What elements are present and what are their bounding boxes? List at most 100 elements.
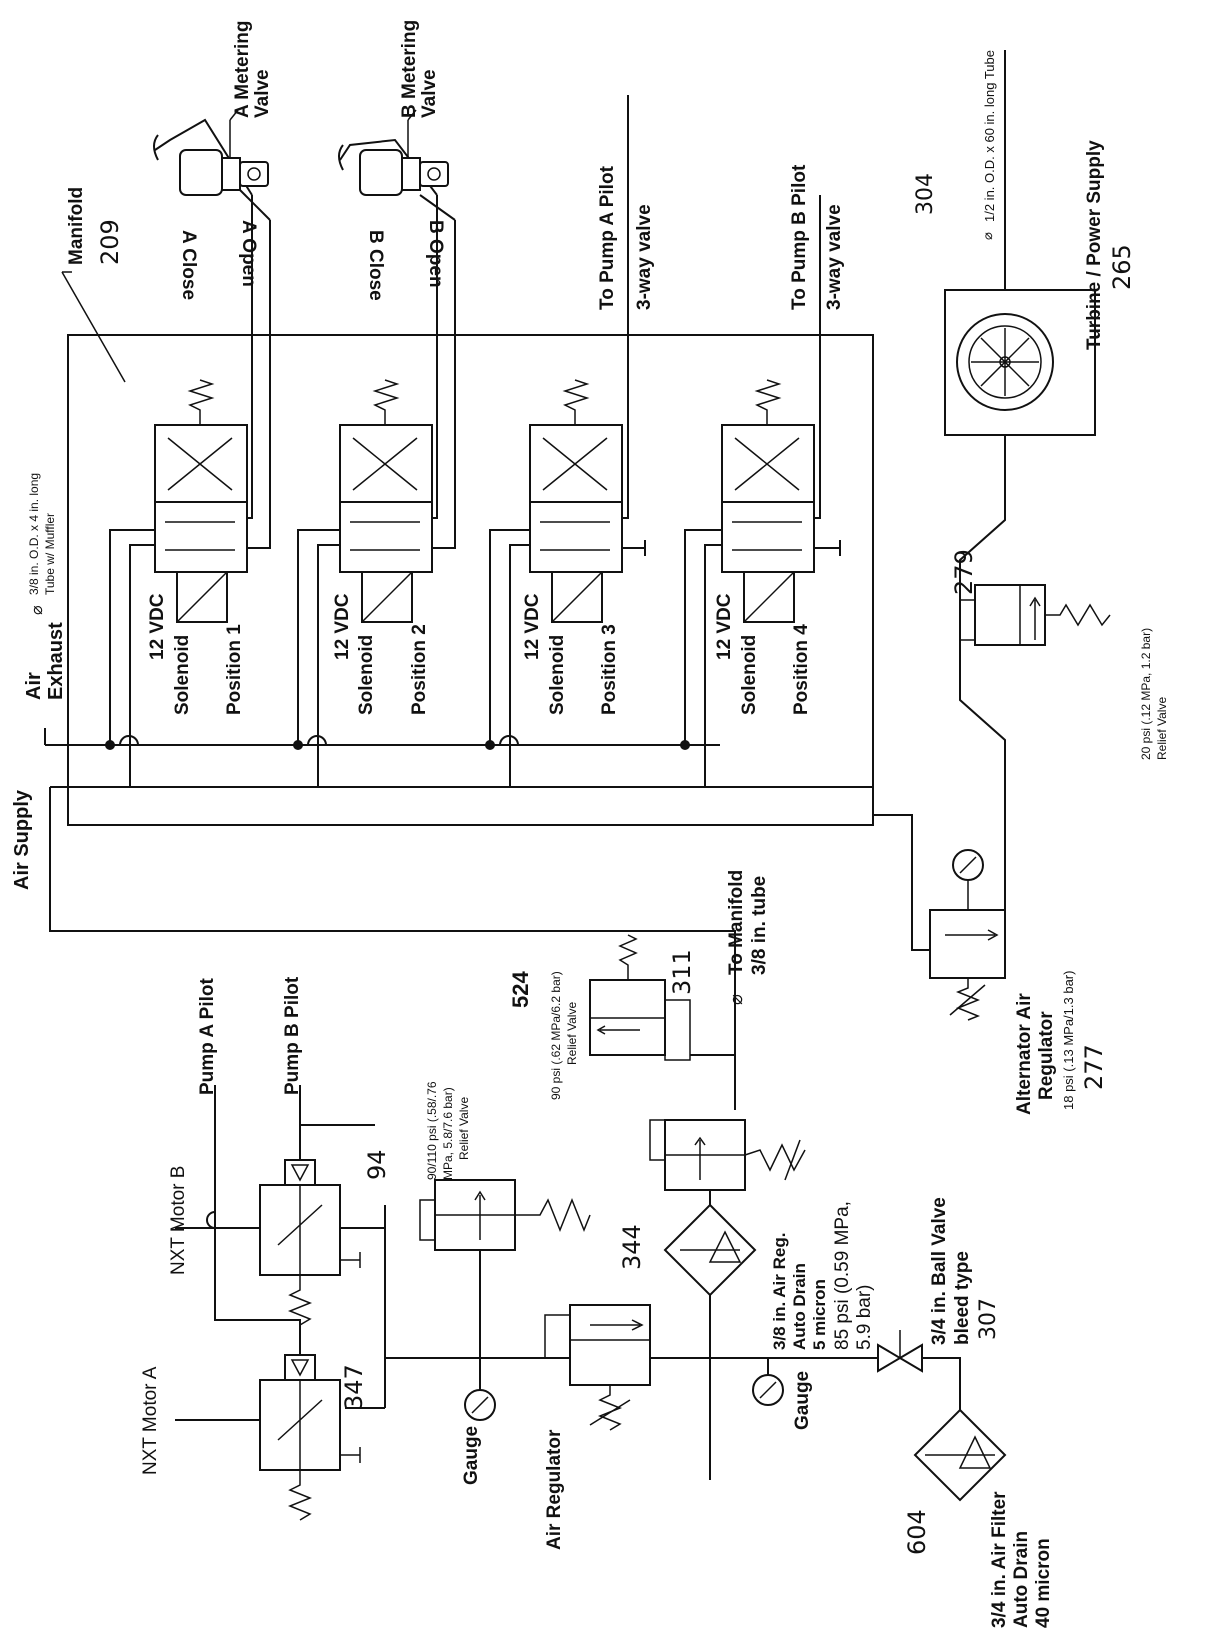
text-labels: Manifold 209 A Metering Valve B Metering… — [11, 20, 1169, 1628]
exhaust-line — [44, 728, 720, 746]
label-vdc-1: 12 VDC — [147, 593, 168, 660]
label-277: 277 — [1080, 1044, 1108, 1090]
solenoid-valve-2 — [293, 195, 456, 787]
label-b-metering-1: B Metering — [399, 20, 420, 118]
label-nxt-b: NXT Motor B — [168, 1166, 189, 1275]
relief-valve-279 — [959, 584, 1111, 646]
label-diameter-304: ⌀ — [980, 232, 995, 240]
label-reg38-1: 3/8 in. Air Reg. — [770, 1233, 789, 1350]
label-to-manifold-1: To Manifold — [726, 870, 747, 975]
label-265: 265 — [1108, 244, 1136, 290]
air-filter-604 — [913, 1408, 1007, 1502]
label-ball-1: 3/4 in. Ball Valve — [929, 1197, 950, 1345]
label-air-supply: Air Supply — [11, 789, 33, 890]
metering-valve-a-icon — [179, 109, 269, 196]
label-reg38-2: Auto Drain — [790, 1263, 809, 1350]
label-reg38-4: 85 psi (0.59 MPa, — [832, 1201, 853, 1350]
label-position-2: Position 2 — [409, 624, 430, 715]
label-ball-2: bleed type — [952, 1251, 973, 1345]
label-filter-2: Auto Drain — [1011, 1531, 1032, 1628]
filter-regulator-diamond — [663, 1190, 757, 1480]
label-a-open: A Open — [238, 220, 259, 287]
label-reg38-3: 5 micron — [810, 1279, 829, 1350]
label-to-pump-a: To Pump A Pilot — [597, 165, 618, 310]
label-relief-90-1: 90 psi (.62 MPa/6.2 bar) — [549, 971, 563, 1100]
label-vdc-4: 12 VDC — [714, 593, 735, 660]
label-a-metering-2: Valve — [252, 69, 273, 118]
label-3way-b: 3-way valve — [824, 204, 845, 310]
label-b-open: B Open — [425, 220, 446, 288]
label-air-regulator: Air Regulator — [544, 1429, 565, 1550]
solenoid-valve-4 — [680, 195, 841, 787]
label-b-metering-2: Valve — [419, 69, 440, 118]
label-to-manifold-2: 3/8 in. tube — [749, 876, 770, 975]
label-a-metering-1: A Metering — [232, 21, 253, 118]
label-relief-90-2: Relief Valve — [565, 1002, 579, 1065]
label-nxt-a: NXT Motor A — [140, 1366, 161, 1475]
label-manifold-num: 209 — [96, 219, 124, 265]
label-vdc-3: 12 VDC — [522, 593, 543, 660]
label-alt-reg-2: Regulator — [1036, 1011, 1057, 1100]
label-gauge-2: Gauge — [792, 1371, 813, 1430]
nxt-motor-a-valve — [175, 1085, 361, 1521]
ball-valve-307 — [877, 1330, 961, 1410]
label-344: 344 — [618, 1224, 646, 1270]
label-diameter-38: ⌀ — [29, 605, 46, 615]
label-air-exhaust-1: Air — [23, 672, 45, 700]
label-gauge-1: Gauge — [461, 1426, 482, 1485]
label-manifold: Manifold — [66, 187, 87, 265]
label-94: 94 — [363, 1149, 391, 1180]
label-3way-a: 3-way valve — [634, 204, 655, 310]
label-solenoid-1: Solenoid — [172, 635, 193, 715]
label-position-3: Position 3 — [599, 624, 620, 715]
label-solenoid-2: Solenoid — [356, 635, 377, 715]
turbine-power-supply — [944, 50, 1096, 951]
label-307: 307 — [976, 1298, 1001, 1340]
solenoid-valve-1 — [105, 195, 271, 787]
label-279: 279 — [950, 549, 978, 595]
air-regulator-344 — [544, 1304, 651, 1431]
label-position-1: Position 1 — [224, 624, 245, 715]
label-pump-a-pilot: Pump A Pilot — [197, 978, 218, 1095]
label-alt-reg-1: Alternator Air — [1014, 993, 1035, 1115]
label-304: 304 — [913, 173, 938, 215]
label-relief-90110-3: Relief Valve — [457, 1097, 471, 1160]
pilot-lines — [206, 1085, 301, 1229]
regulator-311 — [649, 1119, 806, 1191]
relief-valve-524 — [589, 934, 735, 1061]
alternator-regulator — [929, 849, 1006, 1021]
metering-valve-b-icon — [359, 109, 449, 196]
label-347: 347 — [340, 1364, 368, 1410]
label-reg38-5: 5.9 bar) — [854, 1285, 875, 1350]
label-relief-90110-1: 90/110 psi (.58/.76 — [425, 1081, 439, 1180]
air-supply-bus — [49, 786, 930, 1110]
label-filter-3: 40 micron — [1033, 1538, 1054, 1628]
label-b-close: B Close — [365, 230, 386, 301]
label-311: 311 — [668, 949, 696, 995]
label-tube-38-2: Tube w/ Muffler — [43, 513, 57, 595]
label-relief-90110-2: MPa, 5.8/7.6 bar) — [441, 1087, 455, 1180]
label-a-close: A Close — [178, 230, 199, 300]
relief-valve-90-110 — [419, 1179, 591, 1358]
label-vdc-2: 12 VDC — [332, 593, 353, 660]
label-alt-reg-3: 18 psi (.13 MPa/1.3 bar) — [1061, 971, 1076, 1110]
label-air-exhaust-2: Exhaust — [45, 622, 67, 700]
label-relief-20-1: 20 psi (.12 MPa, 1.2 bar) — [1139, 628, 1153, 760]
label-solenoid-4: Solenoid — [739, 635, 760, 715]
label-604: 604 — [903, 1509, 931, 1555]
label-tube-38-1: 3/8 in. O.D. x 4 in. long — [27, 473, 41, 595]
label-relief-20-2: Relief Valve — [1155, 697, 1169, 760]
solenoid-valve-3 — [485, 95, 646, 787]
label-tube-half: 1/2 in. O.D. x 60 in. long Tube — [982, 50, 997, 222]
label-pump-b-pilot: Pump B Pilot — [282, 976, 303, 1095]
label-524: 524 — [508, 971, 533, 1008]
label-solenoid-3: Solenoid — [547, 635, 568, 715]
label-filter-1: 3/4 in. Air Filter — [989, 1491, 1010, 1628]
label-turbine: Turbine / Power Supply — [1084, 140, 1105, 350]
label-diameter-manifold: ⌀ — [726, 994, 746, 1005]
label-position-4: Position 4 — [791, 624, 812, 715]
manifold-block — [61, 271, 874, 826]
nxt-motor-b-valve — [175, 1124, 385, 1326]
